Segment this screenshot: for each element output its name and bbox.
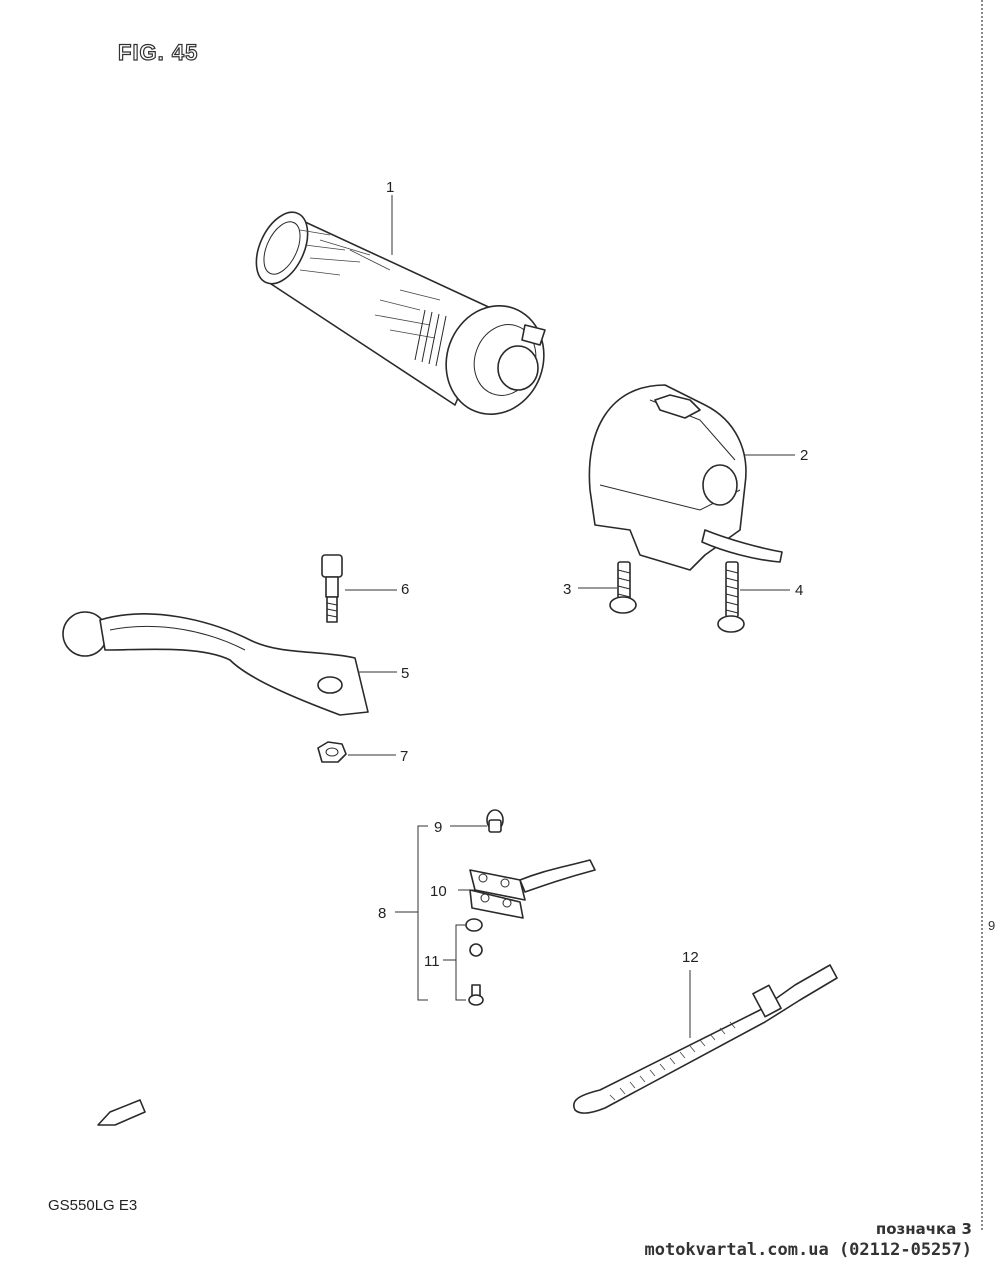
long-screw-part xyxy=(717,561,745,633)
grip-part xyxy=(255,211,546,416)
callout-4: 4 xyxy=(795,582,803,599)
callout-6: 6 xyxy=(401,581,409,598)
callout-1: 1 xyxy=(386,179,394,196)
clutch-lever-part xyxy=(62,611,369,716)
model-code: GS550LG E3 xyxy=(48,1197,137,1214)
figure-title: FIG. 45 xyxy=(118,40,198,65)
short-screw-part xyxy=(609,561,637,614)
callout-8: 8 xyxy=(378,905,386,922)
callout-5: 5 xyxy=(401,665,409,682)
leader-lines xyxy=(345,195,795,1038)
fastener-set-part xyxy=(465,918,484,1006)
cable-tie-part xyxy=(573,964,838,1114)
callout-3: 3 xyxy=(563,581,571,598)
pivot-bolt-part xyxy=(321,554,343,623)
edge-mark: 9 xyxy=(988,918,995,933)
footer-line-2: motokvartal.com.ua (02112-05257) xyxy=(644,1240,972,1260)
callout-7: 7 xyxy=(400,748,408,765)
footer-credit: позначка 3 motokvartal.com.ua (02112-052… xyxy=(644,1220,972,1260)
switch-housing-part xyxy=(588,384,783,571)
cable-clamp-part xyxy=(469,859,596,919)
callout-10: 10 xyxy=(430,883,447,900)
footer-line-1: позначка 3 xyxy=(875,1220,972,1238)
direction-arrow-icon xyxy=(97,1099,146,1126)
nut-part xyxy=(317,741,347,763)
callout-2: 2 xyxy=(800,447,808,464)
small-screw-part xyxy=(486,809,504,833)
callout-9: 9 xyxy=(434,819,442,836)
callout-12: 12 xyxy=(682,949,699,966)
callout-11: 11 xyxy=(424,953,440,970)
